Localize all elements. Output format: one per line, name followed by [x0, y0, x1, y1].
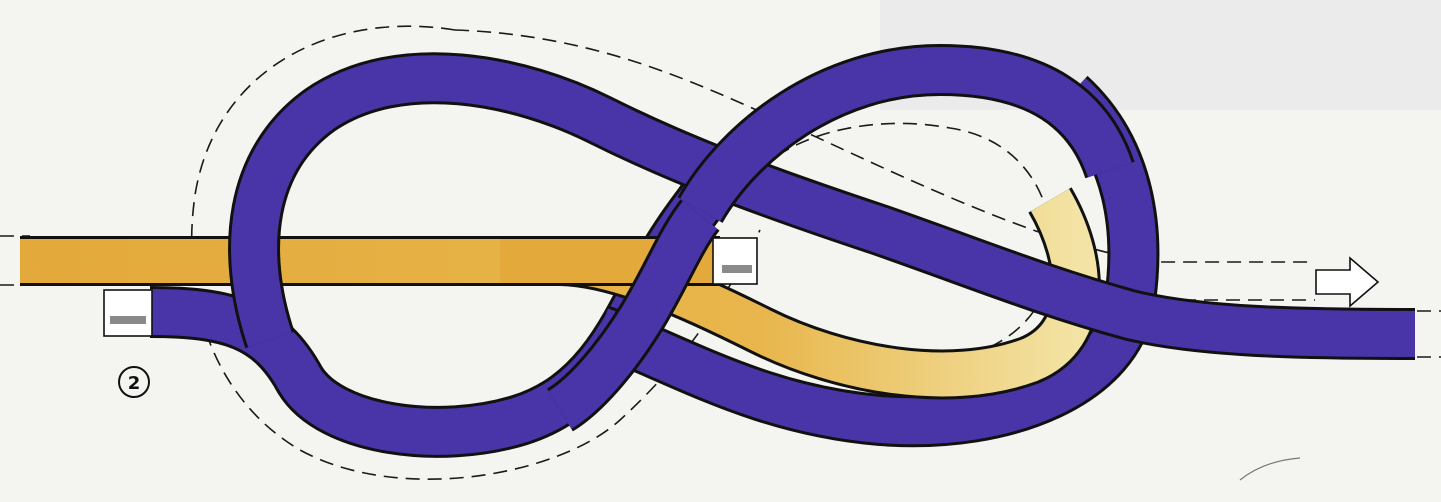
rope-end-cap-icon	[104, 290, 152, 336]
decorative-stroke	[1240, 458, 1300, 480]
step-number-badge: 2	[119, 367, 149, 397]
arrow-right-icon	[1316, 258, 1378, 306]
rope-end-cap-icon	[713, 238, 757, 284]
blue-rope-end-cap	[104, 290, 152, 336]
step-number: 2	[128, 373, 141, 394]
yellow-rope-end-cap	[713, 238, 757, 284]
